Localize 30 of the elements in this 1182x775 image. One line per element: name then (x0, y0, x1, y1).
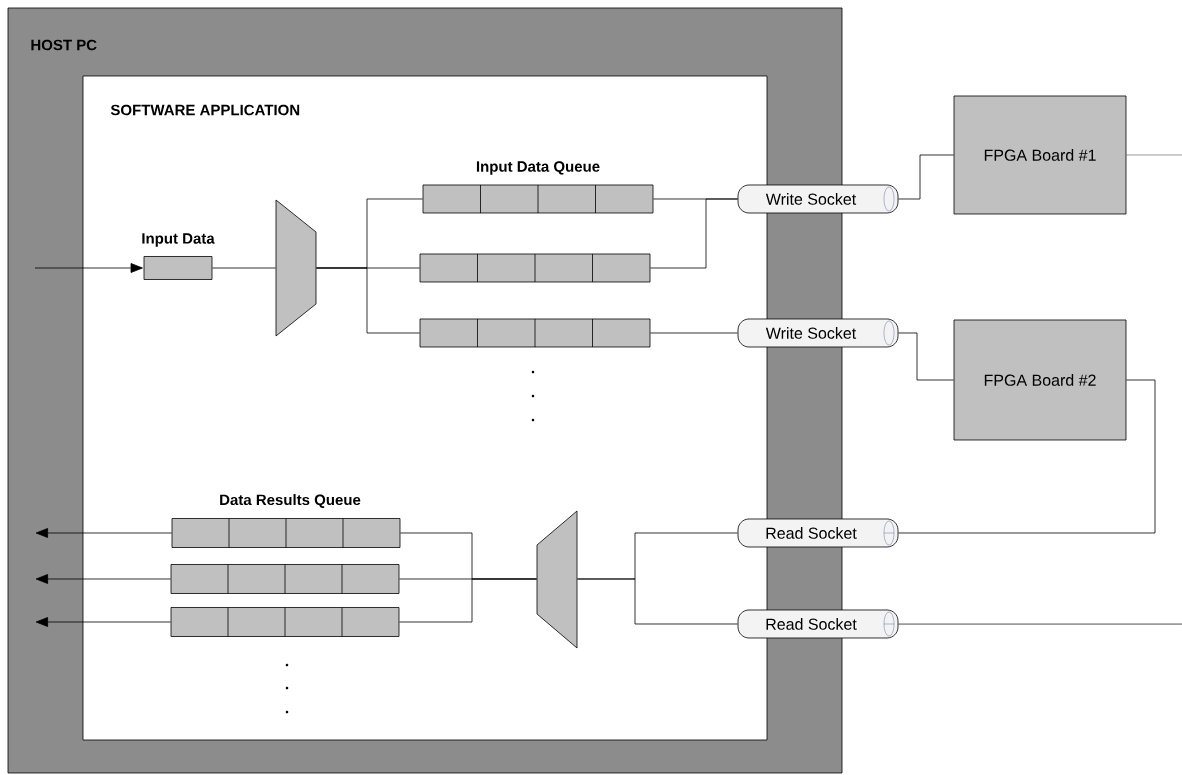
board-box: FPGA Board #2 (953, 319, 1127, 441)
input-data-box: Input Data (142, 233, 215, 280)
queue-bar (419, 253, 651, 283)
connector-line (898, 154, 954, 200)
connector-line (650, 332, 738, 334)
connector-line (898, 332, 954, 381)
demultiplexer-shape (536, 510, 578, 649)
multiplexer-shape (275, 199, 317, 337)
socket-cylinder: Read Socket (737, 518, 899, 548)
connector-line (898, 379, 1156, 534)
connector-line (577, 578, 738, 625)
queue-bar (170, 607, 400, 637)
queue-bar (170, 564, 400, 594)
node-label: Input Data (142, 233, 215, 247)
connector-line (35, 617, 171, 627)
connector-line (35, 574, 171, 584)
connector-line (316, 267, 420, 334)
socket-cylinder: Write Socket (737, 184, 899, 214)
connector-line (399, 578, 537, 623)
connector-line (898, 623, 1182, 625)
socket-cylinder: Write Socket (737, 318, 899, 348)
connector-line (650, 198, 738, 269)
connector-line (34, 263, 143, 273)
queue-bar (422, 184, 654, 214)
connector-line (212, 267, 276, 269)
board-box: FPGA Board #1 (953, 95, 1127, 215)
queue-bar (419, 318, 651, 348)
socket-cylinder: Read Socket (737, 609, 899, 639)
queue-bar (171, 518, 401, 548)
connector-line (35, 528, 172, 538)
